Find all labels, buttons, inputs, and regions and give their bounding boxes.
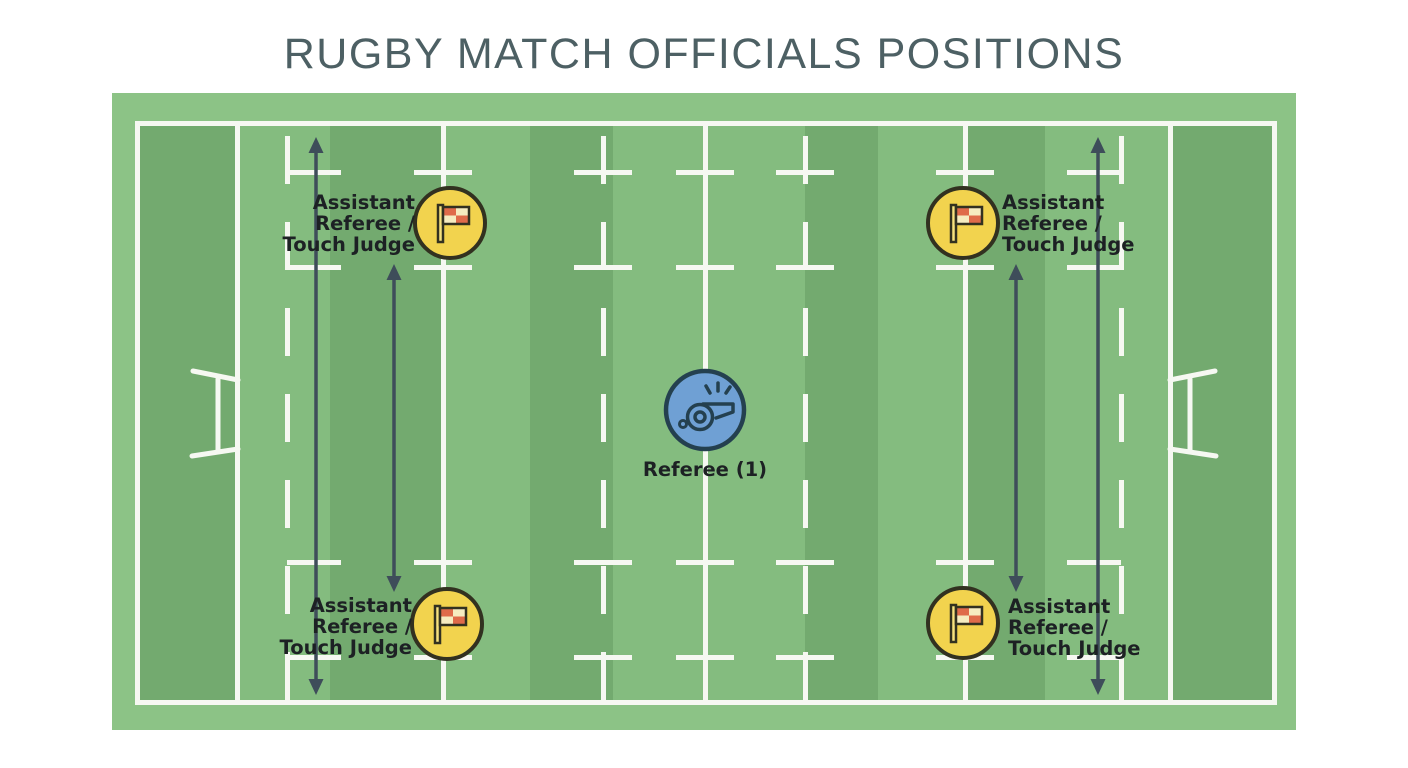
flag-icon [436, 203, 471, 244]
assistant-markers [410, 186, 1000, 661]
assistant-marker-top-left [413, 186, 487, 260]
assistant-label-top-left: Assistant Referee / Touch Judge [282, 192, 415, 255]
assistant-label-line: Referee / [315, 212, 415, 235]
arrow-left-22m [386, 264, 402, 592]
arrow-right-touchline [1090, 137, 1106, 695]
hash-marks [287, 170, 1121, 660]
assistant-label-line: Referee / [1002, 212, 1102, 235]
assistant-label-bottom-left: Assistant Referee / Touch Judge [279, 595, 412, 658]
assistant-label-line: Touch Judge [1002, 233, 1135, 256]
assistant-label-line: Assistant [1008, 595, 1111, 618]
arrow-right-22m [1008, 264, 1024, 592]
page-title: RUGBY MATCH OFFICIALS POSITIONS [283, 30, 1125, 78]
whistle-icon [678, 381, 735, 432]
assistant-movement-arrows [308, 137, 1106, 695]
assistant-label-bottom-right: Assistant Referee / Touch Judge [1008, 596, 1141, 659]
assistant-label-line: Assistant [1002, 191, 1105, 214]
assistant-label-line: Touch Judge [279, 636, 412, 659]
assistant-label-line: Assistant [312, 191, 415, 214]
referee-label: Referee (1) [642, 458, 768, 481]
left-goal-posts [189, 368, 241, 459]
assistant-marker-top-right [926, 186, 1000, 260]
right-goal-posts [1167, 368, 1219, 459]
dashed-field-lines [285, 123, 1124, 703]
referee-marker [663, 368, 747, 452]
arrow-left-touchline [308, 137, 324, 695]
assistant-marker-bottom-right [926, 586, 1000, 660]
flag-icon [949, 203, 984, 244]
assistant-label-line: Touch Judge [1008, 637, 1141, 660]
assistant-label-line: Touch Judge [282, 233, 415, 256]
flag-icon [949, 603, 984, 644]
assistant-label-line: Assistant [309, 594, 412, 617]
assistant-marker-bottom-left [410, 587, 484, 661]
assistant-label-top-right: Assistant Referee / Touch Judge [1002, 192, 1135, 255]
assistant-label-line: Referee / [312, 615, 412, 638]
flag-icon [433, 604, 468, 645]
assistant-label-line: Referee / [1008, 616, 1108, 639]
